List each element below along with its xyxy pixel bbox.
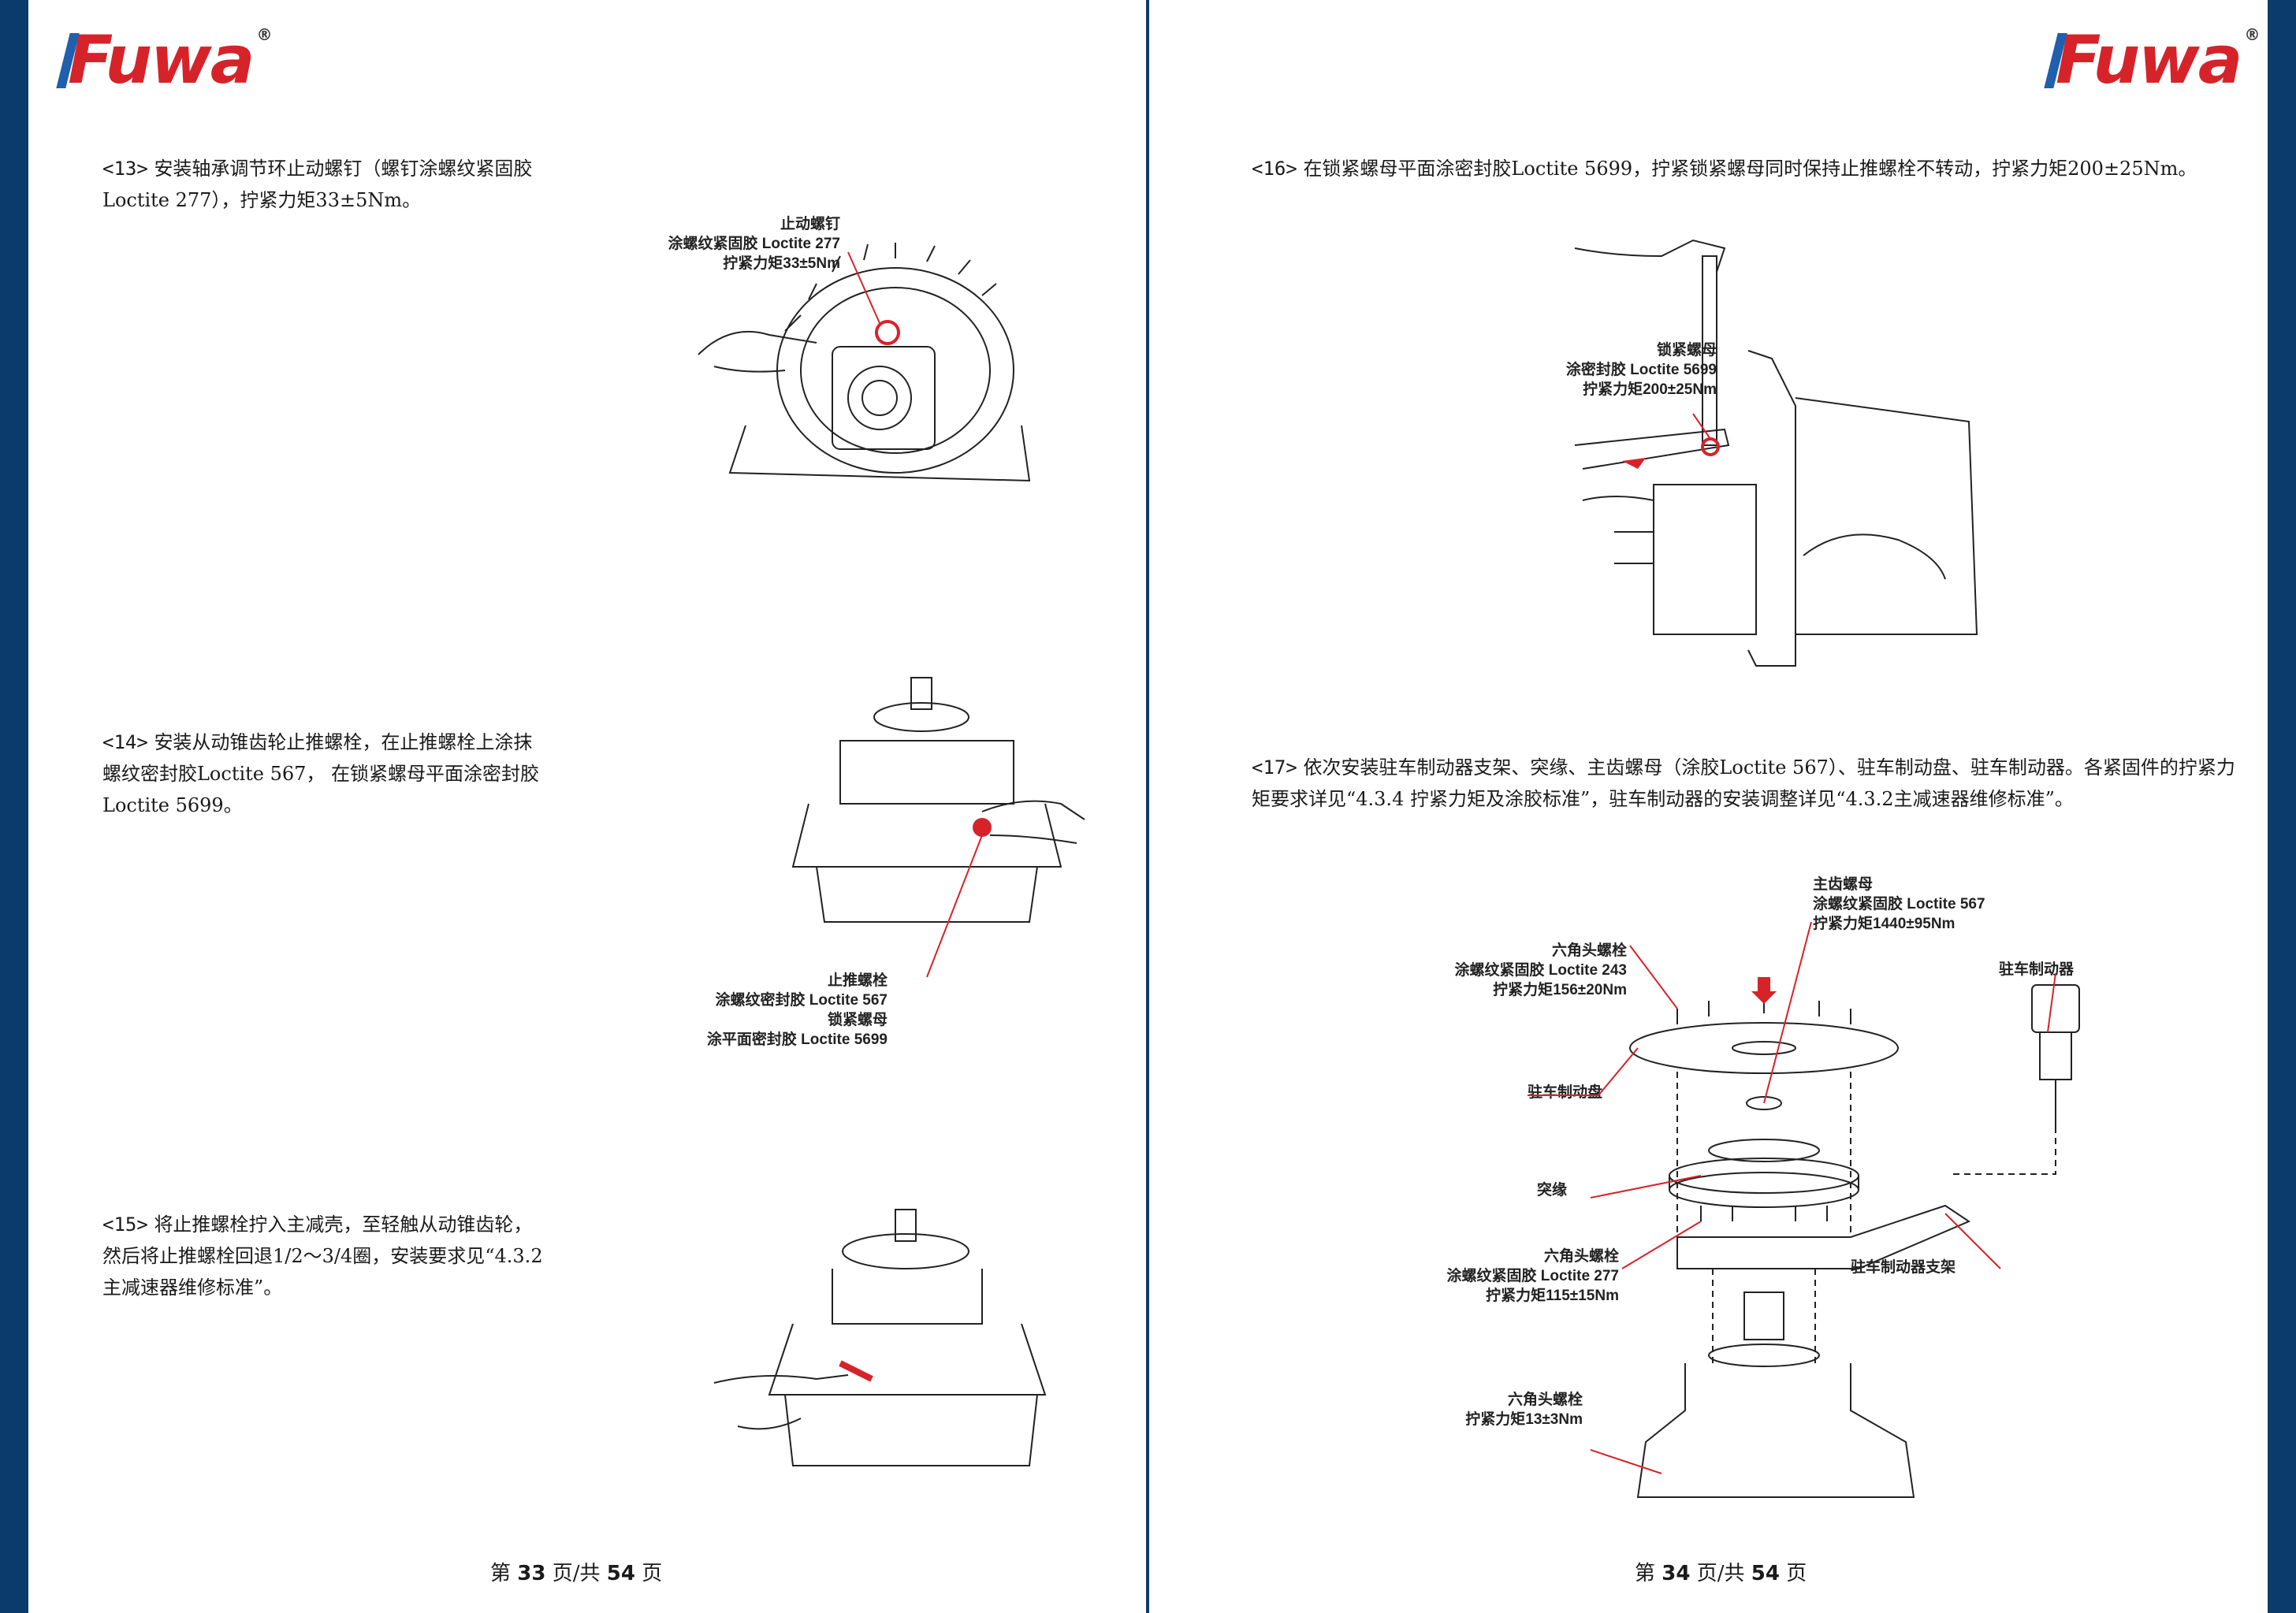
footer-suffix: 页 xyxy=(1786,1562,1807,1585)
footer-page: 34 xyxy=(1662,1562,1691,1585)
label-bracket: 驻车制动器支架 xyxy=(1851,1259,1956,1276)
differential-gear-illustration xyxy=(698,243,1031,482)
step-text: 依次安装驻车制动器支架、突缘、主齿螺母（涂胶Loctite 567）、驻车制动盘… xyxy=(1252,756,2235,810)
callout-line: 涂螺纹紧固胶 Loctite 277 xyxy=(1446,1268,1619,1284)
callout-line: 主齿螺母 xyxy=(1813,876,1874,893)
step-16: <16> 在锁紧螺母平面涂密封胶Loctite 5699，拧紧锁紧螺母同时保持止… xyxy=(1252,153,2245,184)
step-text: 安装从动锥齿轮止推螺栓，在止推螺栓上涂抹螺纹密封胶Loctite 567， 在锁… xyxy=(102,731,540,816)
wrench-assembly-illustration xyxy=(1574,239,1978,667)
label-brake-disc: 驻车制动盘 xyxy=(1527,1084,1602,1101)
label-hex-bolt-13: 六角头螺栓 拧紧力矩13±3Nm xyxy=(1409,1390,1583,1429)
step-17: <17> 依次安装驻车制动器支架、突缘、主齿螺母（涂胶Loctite 567）、… xyxy=(1252,752,2245,815)
logo-text: Fuwa xyxy=(2056,21,2242,98)
callout-line: 拧紧力矩13±3Nm xyxy=(1465,1411,1583,1428)
callout-thrust-bolt: 止推螺栓 涂螺纹密封胶 Loctite 567 锁紧螺母 涂平面密封胶 Loct… xyxy=(635,971,888,1050)
logo-text: Fuwa xyxy=(68,21,255,98)
page-footer-33: 第 33 页/共 54 页 xyxy=(490,1557,662,1586)
label-flange: 突缘 xyxy=(1536,1182,1567,1199)
callout-line: 止动螺钉 xyxy=(780,216,840,232)
footer-total: 54 xyxy=(606,1562,635,1585)
left-page: Fuwa® <13> 安装轴承调节环止动螺钉（螺钉涂螺纹紧固胶Loctite 2… xyxy=(28,0,1146,1613)
footer-mid: 页/共 xyxy=(552,1562,601,1585)
callout-stop-screw: 止动螺钉 涂螺纹紧固胶 Loctite 277 拧紧力矩33±5Nm xyxy=(612,214,840,273)
step-number: <14> xyxy=(102,731,148,753)
callout-line: 六角头螺栓 xyxy=(1507,1392,1583,1408)
callout-line: 拧紧力矩156±20Nm xyxy=(1493,982,1627,998)
step-number: <16> xyxy=(1252,158,1297,180)
footer-page: 33 xyxy=(517,1562,546,1585)
exploded-parking-brake-diagram xyxy=(1528,921,2080,1498)
callout-line: 六角头螺栓 xyxy=(1551,942,1627,959)
thrust-bolt-illustration xyxy=(791,677,1085,978)
page-footer-34: 第 34 页/共 54 页 xyxy=(1635,1557,1807,1586)
callout-line: 锁紧螺母 xyxy=(1656,342,1717,359)
step-number: <17> xyxy=(1252,756,1297,779)
footer-total: 54 xyxy=(1751,1562,1780,1585)
callout-line: 锁紧螺母 xyxy=(827,1012,888,1028)
callout-line: 拧紧力矩1440±95Nm xyxy=(1813,916,1956,932)
callout-line: 涂螺纹密封胶 Loctite 567 xyxy=(715,992,888,1009)
step-13: <13> 安装轴承调节环止动螺钉（螺钉涂螺纹紧固胶Loctite 277），拧紧… xyxy=(102,153,544,216)
step-15: <15> 将止推螺栓拧入主减壳，至轻触从动锥齿轮，然后将止推螺栓回退1/2～3/… xyxy=(102,1209,544,1303)
step-text: 在锁紧螺母平面涂密封胶Loctite 5699，拧紧锁紧螺母同时保持止推螺栓不转… xyxy=(1303,158,2197,180)
right-page: Fuwa® <16> 在锁紧螺母平面涂密封胶Loctite 5699，拧紧锁紧螺… xyxy=(1149,0,2268,1613)
callout-line: 涂密封胶 Loctite 5699 xyxy=(1565,362,1717,378)
callout-line: 涂螺纹紧固胶 Loctite 243 xyxy=(1454,962,1627,979)
label-main-nut: 主齿螺母 涂螺纹紧固胶 Loctite 567 拧紧力矩1440±95Nm xyxy=(1813,875,1985,934)
callout-line: 涂螺纹紧固胶 Loctite 567 xyxy=(1813,896,1985,912)
fuwa-logo: Fuwa® xyxy=(56,25,272,93)
step-number: <15> xyxy=(102,1213,148,1236)
step-number: <13> xyxy=(102,158,148,180)
step-text: 安装轴承调节环止动螺钉（螺钉涂螺纹紧固胶Loctite 277），拧紧力矩33±… xyxy=(102,158,533,211)
step-text: 将止推螺栓拧入主减壳，至轻触从动锥齿轮，然后将止推螺栓回退1/2～3/4圈，安装… xyxy=(102,1213,543,1299)
callout-line: 止推螺栓 xyxy=(827,972,888,989)
logo-registered: ® xyxy=(2244,25,2260,44)
footer-prefix: 第 xyxy=(1635,1562,1656,1585)
callout-line: 涂平面密封胶 Loctite 5699 xyxy=(706,1031,888,1048)
footer-suffix: 页 xyxy=(642,1562,663,1585)
callout-lock-nut: 锁紧螺母 涂密封胶 Loctite 5699 拧紧力矩200±25Nm xyxy=(1512,340,1717,400)
step-14: <14> 安装从动锥齿轮止推螺栓，在止推螺栓上涂抹螺纹密封胶Loctite 56… xyxy=(102,727,544,821)
label-hex-bolt-277: 六角头螺栓 涂螺纹紧固胶 Loctite 277 拧紧力矩115±15Nm xyxy=(1414,1247,1619,1306)
label-hex-bolt-243: 六角头螺栓 涂螺纹紧固胶 Loctite 243 拧紧力矩156±20Nm xyxy=(1422,941,1627,1000)
logo-registered: ® xyxy=(256,25,272,44)
callout-line: 涂螺纹紧固胶 Loctite 277 xyxy=(668,236,840,252)
footer-prefix: 第 xyxy=(490,1562,512,1585)
callout-line: 拧紧力矩33±5Nm xyxy=(723,255,840,272)
fuwa-logo: Fuwa® xyxy=(2044,25,2260,93)
callout-line: 六角头螺栓 xyxy=(1543,1248,1619,1265)
callout-line: 拧紧力矩115±15Nm xyxy=(1486,1288,1619,1304)
callout-line: 拧紧力矩200±25Nm xyxy=(1583,381,1717,398)
footer-mid: 页/共 xyxy=(1696,1562,1745,1585)
housing-illustration xyxy=(713,1209,1047,1466)
